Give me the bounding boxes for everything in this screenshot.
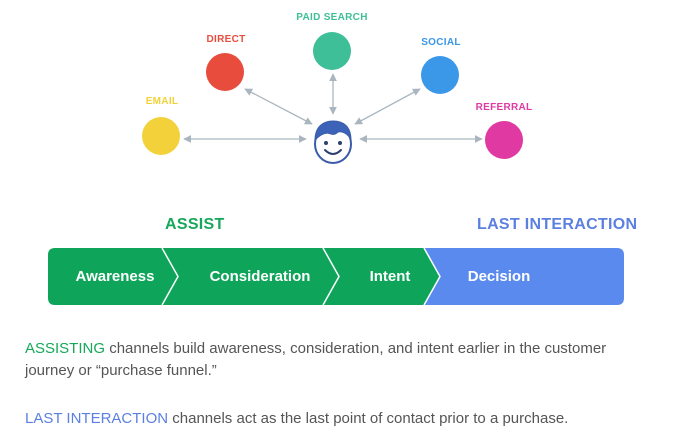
stage-decision: Decision — [467, 268, 531, 285]
channel-label-referral: REFERRAL — [475, 102, 533, 113]
last-interaction-keyword: LAST INTERACTION — [25, 410, 169, 427]
arrow-direct — [244, 88, 313, 125]
last-interaction-description: LAST INTERACTION channels act as the las… — [25, 408, 568, 430]
funnel-shapes — [48, 248, 624, 305]
chevron-divider-3 — [423, 248, 441, 305]
chevron-divider-2 — [322, 248, 340, 305]
stage-consideration: Consideration — [209, 268, 311, 285]
channel-dot-social — [421, 56, 459, 94]
stage-awareness: Awareness — [75, 268, 155, 285]
channel-dot-referral — [485, 121, 523, 159]
channel-label-email: EMAIL — [145, 96, 179, 107]
assist-text-line-2: journey or “purchase funnel.” — [25, 362, 217, 379]
assist-keyword: ASSISTING — [25, 340, 106, 357]
stage-intent: Intent — [369, 268, 411, 285]
channel-arrows — [183, 73, 483, 143]
channel-dot-email — [142, 117, 180, 155]
chevron-divider-1 — [161, 248, 179, 305]
funnel-bar: Awareness Consideration Intent Decision — [48, 248, 624, 305]
last-interaction-text: channels act as the last point of contac… — [168, 410, 569, 427]
channel-label-paid-search: PAID SEARCH — [296, 12, 368, 23]
channel-label-direct: DIRECT — [206, 34, 246, 45]
assist-text-line-1: channels build awareness, consideration,… — [105, 340, 607, 357]
assist-description: ASSISTING channels build awareness, cons… — [25, 338, 606, 382]
smiling-face-icon — [314, 120, 352, 164]
arrow-social — [354, 88, 421, 125]
funnel-green-section — [48, 248, 440, 305]
channel-dot-direct — [206, 53, 244, 91]
assist-heading: ASSIST — [165, 216, 225, 233]
channel-dot-paid-search — [313, 32, 351, 70]
channel-label-social: SOCIAL — [421, 37, 461, 48]
last-interaction-heading: LAST INTERACTION — [477, 216, 638, 233]
funnel-decision-section — [424, 248, 624, 305]
